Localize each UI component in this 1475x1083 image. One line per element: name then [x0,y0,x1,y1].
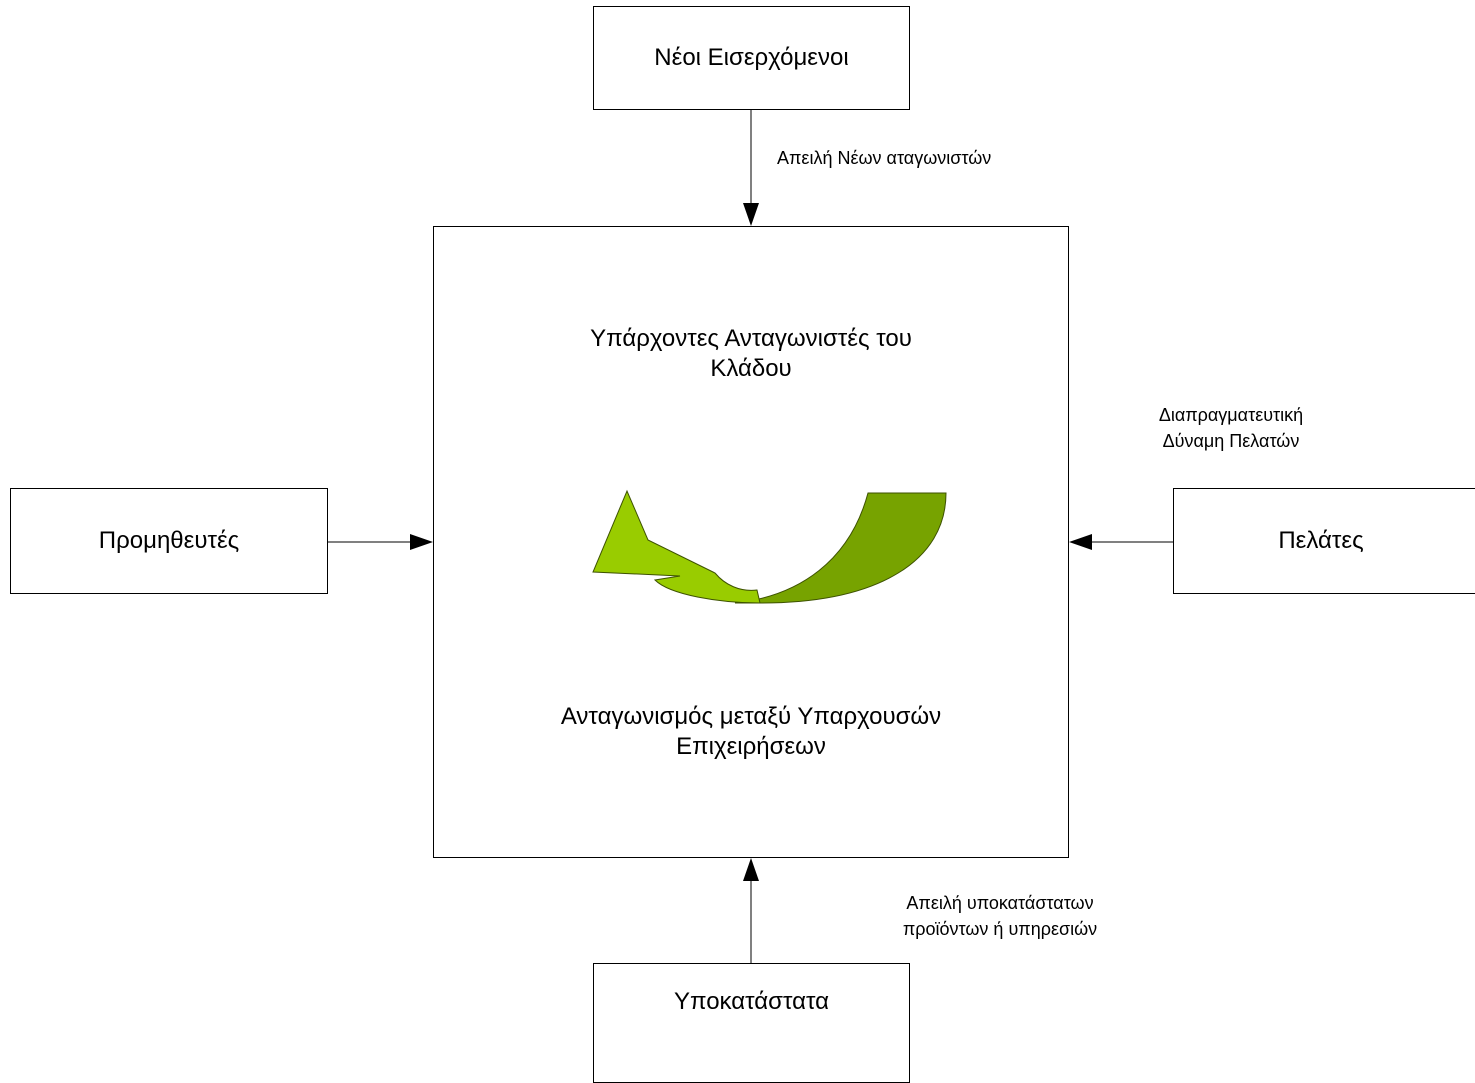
center-title-line2: Κλάδου [710,355,792,382]
arrow-customers-head [1069,534,1092,550]
center-title: Υπάρχοντες Ανταγωνιστές του Κλάδου [433,324,1069,384]
customers-label: Πελάτες [1278,527,1364,554]
curve-arrow-dark-part [734,492,947,604]
arrow-new-entrants-head [743,203,759,226]
suppliers-label: Προμηθευτές [98,527,240,554]
substitutes-threat-line2: προϊόντων ή υπηρεσιών [902,919,1098,939]
arrow-suppliers-head [410,534,433,550]
new-entrants-threat-label: Απειλή Νέων αταγωνιστών [777,148,992,168]
customers-box: Πελάτες [1173,488,1475,594]
existing-competitors-box [433,226,1069,858]
substitutes-threat-label: Απειλή υποκατάστατων προϊόντων ή υπηρεσι… [850,890,1150,942]
arrow-substitutes-head [743,858,759,881]
curve-arrow-light-part [592,489,761,604]
center-subtitle-line1: Ανταγωνισμός μεταξύ Υπαρχουσών [560,703,942,730]
center-title-line1: Υπάρχοντες Ανταγωνιστές του [590,325,912,352]
new-entrants-label: Νέοι Εισερχόμενοι [654,44,849,71]
substitutes-threat-line1: Απειλή υποκατάστατων [906,893,1094,913]
buyer-power-line1: Διαπραγματευτική [1158,405,1304,425]
buyer-power-label: Διαπραγματευτική Δύναμη Πελατών [1100,402,1362,454]
substitutes-label: Υποκατάστατα [673,988,829,1015]
buyer-power-line2: Δύναμη Πελατών [1162,431,1300,451]
substitutes-box: Υποκατάστατα [593,963,910,1083]
center-subtitle: Ανταγωνισμός μεταξύ Υπαρχουσών Επιχειρήσ… [433,702,1069,762]
new-entrants-box: Νέοι Εισερχόμενοι [593,6,910,110]
suppliers-box: Προμηθευτές [10,488,328,594]
center-subtitle-line2: Επιχειρήσεων [676,733,826,760]
